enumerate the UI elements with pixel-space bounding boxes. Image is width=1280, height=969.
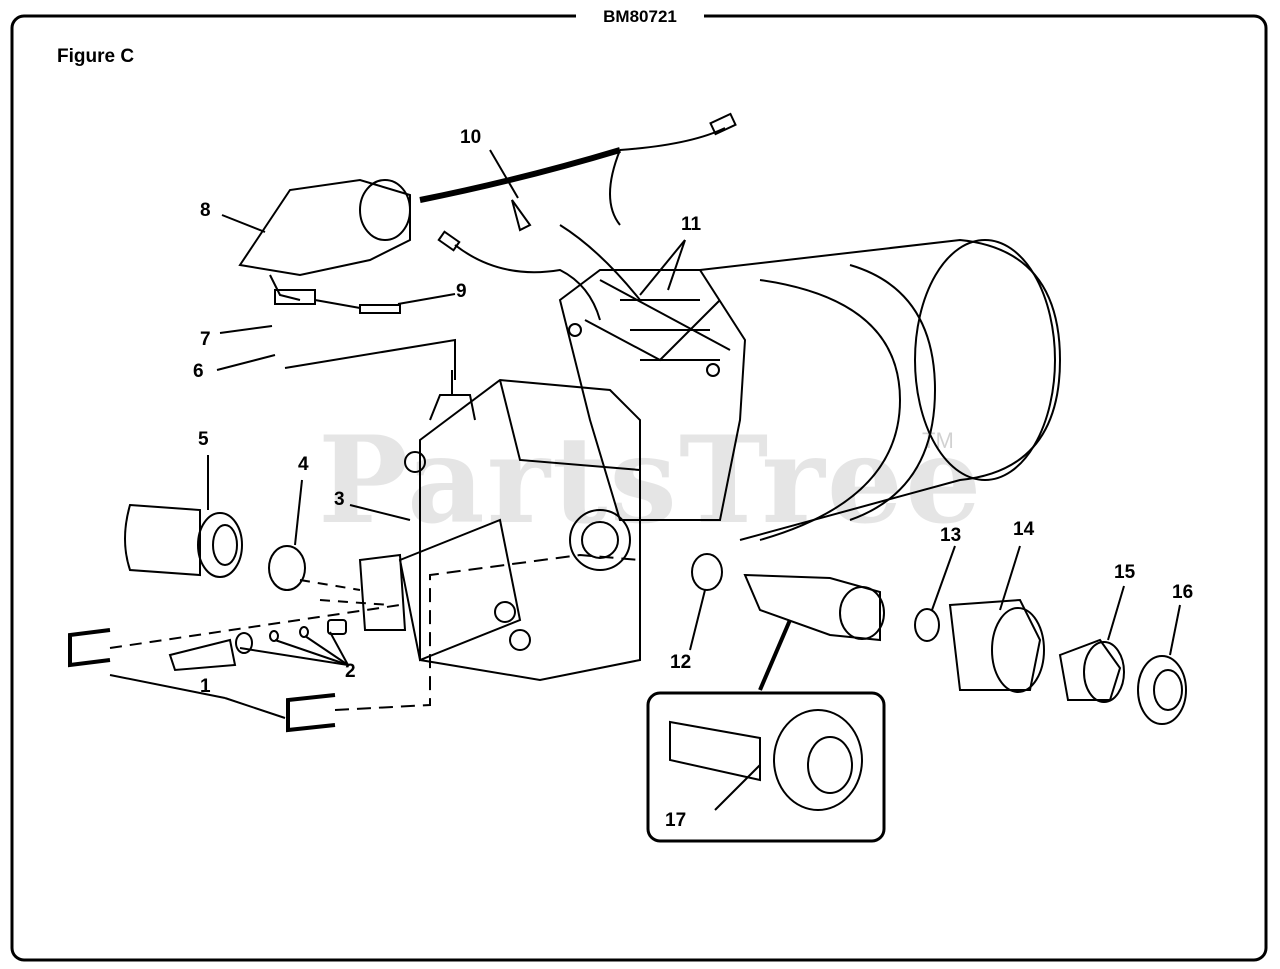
callout-4: 4	[298, 454, 309, 475]
part-5-manifold	[124, 503, 243, 578]
part-15-adapter	[1058, 638, 1125, 703]
callout-10: 10	[460, 127, 482, 148]
diagram-id: BM80721	[576, 4, 704, 30]
pump-housing	[358, 370, 641, 682]
wire-harness	[419, 112, 737, 321]
callout-1: 1	[200, 676, 211, 697]
part-1-clip-upper	[68, 628, 111, 668]
callout-6: 6	[193, 361, 204, 382]
part-13-14-inlet	[743, 573, 1045, 693]
callout-3: 3	[334, 489, 345, 510]
callout-2: 2	[345, 661, 356, 682]
callout-17: 17	[665, 810, 687, 831]
callout-11: 11	[681, 214, 702, 235]
part-17-inset	[646, 691, 886, 843]
callout-13: 13	[940, 525, 962, 546]
figure-label: Figure C	[57, 46, 135, 67]
part-16-cap	[1137, 655, 1187, 725]
trademark-mark: TM	[922, 428, 954, 453]
callout-14: 14	[1013, 519, 1035, 540]
callout-9: 9	[456, 281, 467, 302]
part-2-set	[168, 619, 347, 672]
unloader-switch	[238, 178, 411, 314]
callout-5: 5	[198, 429, 209, 450]
part-12-oring	[691, 553, 723, 591]
callout-15: 15	[1114, 562, 1136, 583]
part-1-clip-lower	[286, 693, 336, 733]
watermark: PartsTree	[318, 410, 984, 551]
leader-lines	[109, 149, 1181, 811]
callout-16: 16	[1172, 582, 1194, 603]
callout-7: 7	[200, 329, 211, 350]
part-4-oring	[268, 545, 306, 591]
callout-8: 8	[200, 200, 211, 221]
callout-12: 12	[670, 652, 692, 673]
motor-end-frame	[558, 269, 747, 521]
motor-assembly	[699, 238, 1062, 541]
